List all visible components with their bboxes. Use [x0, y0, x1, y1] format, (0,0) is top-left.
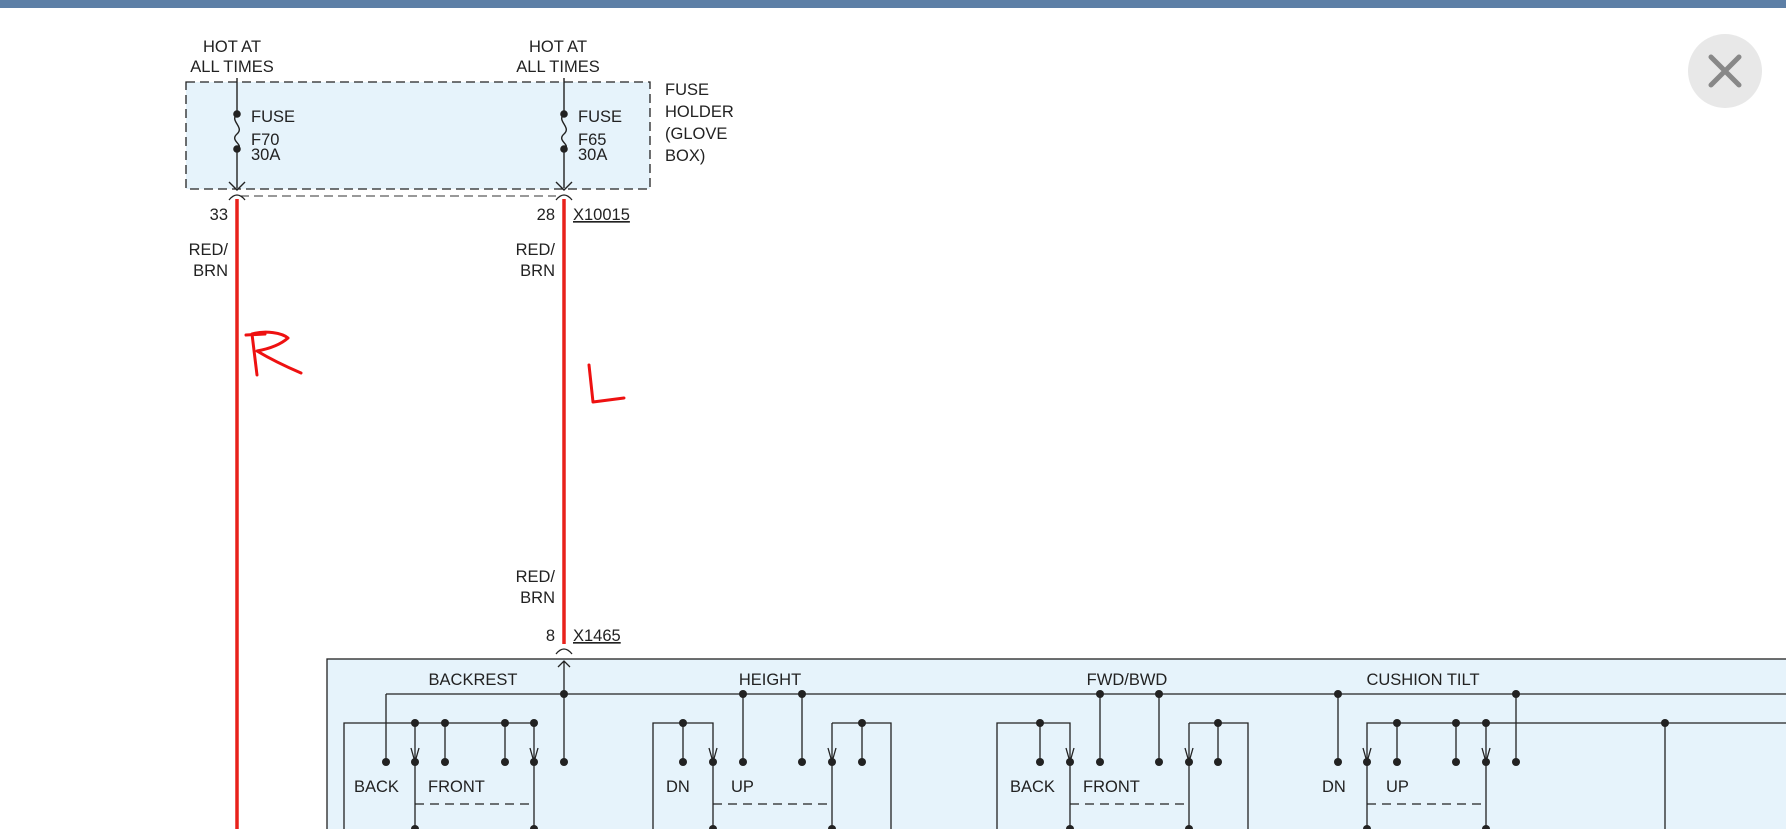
- fuse-f70: [228, 78, 246, 191]
- fuse-f70-label: FUSE: [251, 108, 295, 126]
- fuse-holder-box: [185, 81, 651, 190]
- pin-33-connector: [228, 194, 246, 201]
- wire-color-lower-2: BRN: [520, 589, 555, 607]
- fuse-holder-label-4: BOX): [665, 147, 705, 165]
- switch-wiring: [343, 694, 1786, 829]
- hot-label-f70-2: ALL TIMES: [190, 58, 273, 76]
- fuse-f70-terminal-bottom: [233, 145, 241, 153]
- group-title-backrest: BACKREST: [429, 671, 518, 689]
- fuse-f65: [555, 78, 573, 191]
- fuse-f65-id: F65: [578, 131, 606, 149]
- backrest-pos-front: FRONT: [428, 778, 485, 796]
- fuse-f70-id: F70: [251, 131, 279, 149]
- wire-color-right-2: BRN: [520, 262, 555, 280]
- fuse-f70-terminal-top: [233, 110, 241, 118]
- seat-switch-module: [326, 658, 1786, 829]
- pin-8-label: 8: [546, 627, 555, 645]
- connector-x1465: X1465: [573, 627, 621, 645]
- fuse-f70-rating: 30A: [251, 146, 280, 164]
- fuse-holder-label-2: HOLDER: [665, 103, 734, 121]
- fuse-holder-label-3: (GLOVE: [665, 125, 727, 143]
- group-title-fwd-bwd: FWD/BWD: [1087, 671, 1168, 689]
- wire-color-left-1: RED/: [189, 241, 229, 259]
- backrest-pos-back: BACK: [354, 778, 399, 796]
- cushion-tilt-pos-dn: DN: [1322, 778, 1346, 796]
- height-pos-up: UP: [731, 778, 754, 796]
- fuse-f65-terminal-top: [560, 110, 568, 118]
- fuse-f65-rating: 30A: [578, 146, 607, 164]
- connector-x10015: X10015: [573, 206, 630, 224]
- fuse-holder-label-1: FUSE: [665, 81, 709, 99]
- fuse-f65-terminal-bottom: [560, 145, 568, 153]
- pin-28-label: 28: [537, 206, 555, 224]
- pin-28-connector: [555, 194, 573, 201]
- fwd-bwd-pos-front: FRONT: [1083, 778, 1140, 796]
- wire-color-left-2: BRN: [193, 262, 228, 280]
- wire-color-right-1: RED/: [516, 241, 556, 259]
- annotation-l-mark: [587, 363, 626, 404]
- window-top-bar: [0, 0, 1786, 8]
- close-icon: [1708, 54, 1742, 88]
- hot-label-f65-2: ALL TIMES: [516, 58, 599, 76]
- pin-8-connector: [555, 648, 573, 655]
- hot-label-f65-1: HOT AT: [529, 38, 587, 56]
- wire-color-lower-1: RED/: [516, 568, 556, 586]
- hot-label-f70-1: HOT AT: [203, 38, 261, 56]
- close-button[interactable]: [1688, 34, 1762, 108]
- annotation-r-mark: [244, 330, 303, 377]
- pin-33-label: 33: [210, 206, 228, 224]
- height-pos-dn: DN: [666, 778, 690, 796]
- group-title-cushion-tilt: CUSHION TILT: [1366, 671, 1479, 689]
- cushion-tilt-pos-up: UP: [1386, 778, 1409, 796]
- group-title-height: HEIGHT: [739, 671, 801, 689]
- fwd-bwd-pos-back: BACK: [1010, 778, 1055, 796]
- fuse-f65-label: FUSE: [578, 108, 622, 126]
- pin-8-arrow: [557, 660, 571, 694]
- switch-junction-dots: [382, 690, 1669, 829]
